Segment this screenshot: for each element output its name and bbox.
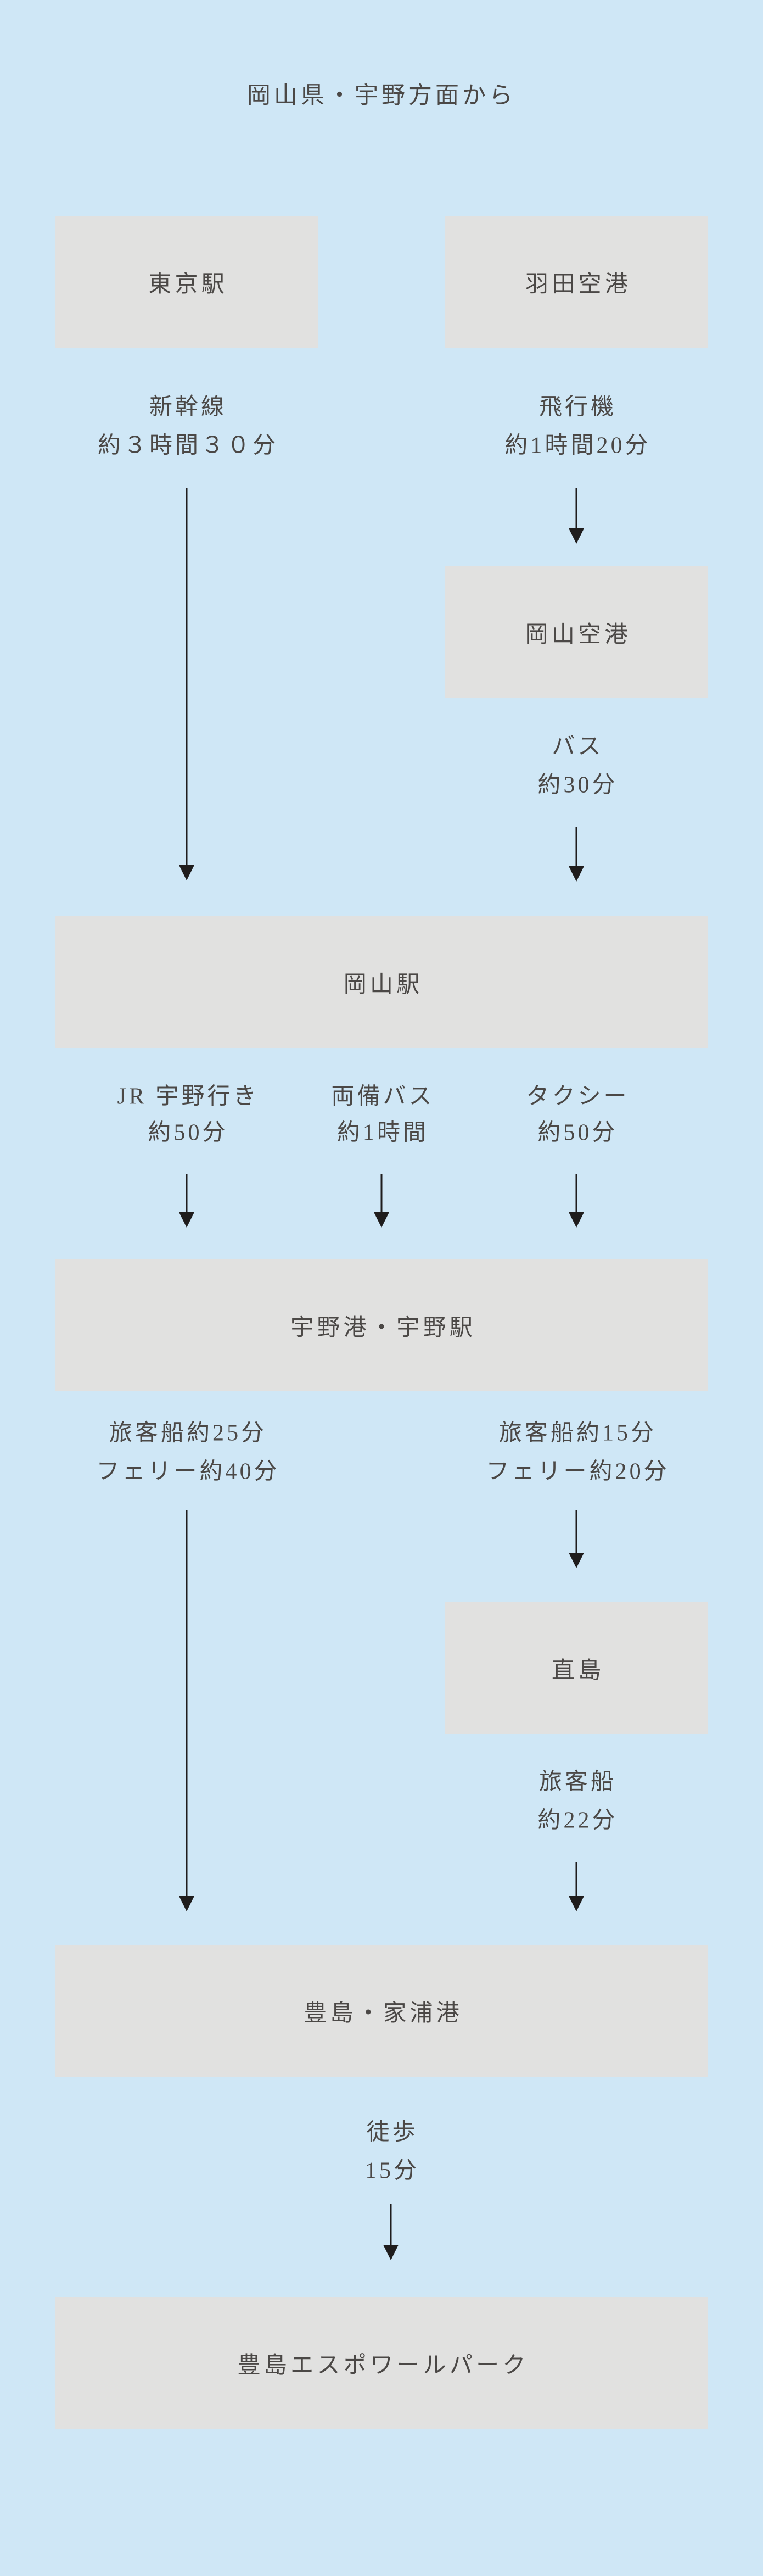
label-airplane-line2: 約1時間20分 [504,433,651,459]
node-label-uno-port: 宇野港・宇野駅 [290,1315,476,1341]
node-espoir-park: 豊島エスポワールパーク [55,2297,708,2429]
arrow-line [380,1174,383,1214]
label-taxi-line1: タクシー [526,1084,630,1109]
label-bus-line2: 約30分 [537,772,618,798]
label-ship-uno-naoshima-line2: フェリー約20分 [486,1459,670,1485]
arrow-line [390,2204,392,2247]
arrow-head-icon [569,1896,584,1911]
node-tokyo-station: 東京駅 [55,216,318,348]
label-shinkansen-line1: 新幹線 [149,394,227,420]
arrow-walk-to-espoir-park [383,2204,399,2260]
label-jr-uno-line1: JR 宇野行き [117,1084,259,1109]
arrow-line [575,1174,577,1214]
node-label-okayama-airport: 岡山空港 [525,622,631,648]
arrow-taxi-to-uno [569,1174,584,1228]
page-title: 岡山県・宇野方面から [246,83,517,109]
arrow-line [575,488,577,531]
label-ship-uno-naoshima-line1: 旅客船約15分 [498,1420,657,1446]
arrow-bus-to-okayama-station [569,827,584,882]
arrow-head-icon [179,865,194,880]
arrow-jr-to-uno [179,1174,194,1228]
node-naoshima: 直島 [445,1602,708,1734]
arrow-line [575,827,577,868]
arrow-head-icon [569,1553,584,1568]
arrow-line [186,488,188,867]
label-shinkansen-line2: 約３時間３０分 [97,433,279,459]
node-label-tokyo-station: 東京駅 [148,271,228,297]
node-label-naoshima: 直島 [551,1658,605,1683]
node-label-okayama-station: 岡山駅 [343,972,423,997]
label-jr-uno-line2: 約50分 [148,1120,228,1146]
node-haneda-airport: 羽田空港 [445,216,708,348]
label-bus-line1: バス [552,734,604,760]
label-ship-uno-teshima-line2: フェリー約40分 [96,1459,280,1485]
label-ryobi-bus-line2: 約1時間 [336,1120,429,1146]
label-ryobi-bus-line1: 両備バス [331,1084,435,1109]
node-okayama-station: 岡山駅 [55,916,708,1048]
arrow-line [575,1510,577,1555]
node-label-teshima-ieura: 豊島・家浦港 [304,2000,463,2026]
arrow-head-icon [569,1212,584,1228]
arrow-line [575,1862,577,1898]
label-airplane-line1: 飛行機 [538,394,617,420]
node-teshima-ieura: 豊島・家浦港 [55,1945,708,2077]
label-ship-uno-teshima-line1: 旅客船約25分 [109,1420,267,1446]
arrow-line [186,1174,188,1214]
node-label-haneda-airport: 羽田空港 [525,271,632,297]
label-ship-naoshima-line1: 旅客船 [538,1769,617,1795]
node-label-espoir-park: 豊島エスポワールパーク [237,2352,529,2378]
arrow-head-icon [179,1212,194,1228]
arrow-line [186,1510,188,1898]
arrow-head-icon [383,2245,399,2260]
arrow-head-icon [374,1212,389,1228]
arrow-shinkansen-to-okayama-station [179,488,194,880]
arrow-naoshima-to-teshima [569,1862,584,1911]
node-uno-port: 宇野港・宇野駅 [55,1259,708,1391]
label-walk-line1: 徒歩 [366,2120,418,2145]
arrow-head-icon [569,528,584,544]
arrow-head-icon [569,866,584,882]
arrow-head-icon [179,1896,194,1911]
label-walk-line2: 15分 [364,2158,420,2184]
label-taxi-line2: 約50分 [537,1120,618,1146]
arrow-airplane-to-okayama-airport [569,488,584,544]
arrow-uno-to-naoshima [569,1510,584,1568]
node-okayama-airport: 岡山空港 [445,566,708,698]
arrow-uno-to-teshima [179,1510,194,1911]
label-ship-naoshima-line2: 約22分 [537,1808,618,1833]
arrow-ryobi-to-uno [374,1174,389,1228]
